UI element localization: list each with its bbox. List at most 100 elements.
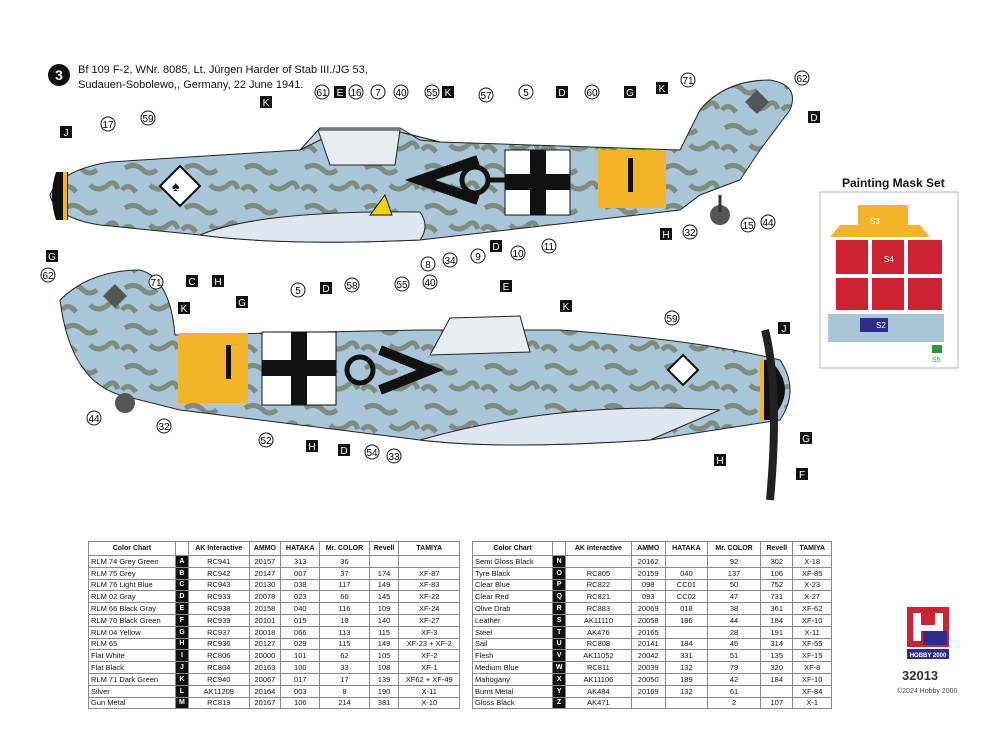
callout-D-1: D [558,88,565,99]
paint-code-cell: 018 [664,602,708,615]
paint-code-cell: X-1 [792,696,832,710]
color-letter-badge: B [174,566,189,580]
paint-code-cell: 20147 [248,566,282,580]
col-tamiya: TAMIYA [398,541,460,556]
callout-60: 60 [586,88,598,99]
col-ammo: AMMO [630,541,666,556]
paint-code-cell: 731 [760,590,794,604]
copyright: ©2024 Hobby 2000 [897,688,958,695]
paint-code-cell: 20141 [630,637,666,651]
paint-code-cell: 184 [760,613,794,627]
callout-J: J [64,128,69,139]
col-mrcolor: Mr. COLOR [319,541,370,556]
color-letter-badge: D [174,590,189,604]
paint-code-cell: XF-10 [792,613,832,627]
paint-code-cell: XF-2 [398,649,460,663]
color-name-cell: RLM 71 Dark Green [88,672,176,686]
paint-code-cell: AK11209 [187,684,250,698]
paint-code-cell: 37 [319,566,370,580]
callout-b-55: 55 [396,280,408,291]
color-name-cell: RLM 74 Grey Green [88,555,176,568]
paint-code-cell: 2 [706,696,762,710]
paint-code-cell: RC941 [187,555,250,568]
col-letter [174,541,189,556]
color-name-cell: Medium Blue [471,661,554,674]
paint-code-cell: 093 [630,590,666,604]
col-ak: AK Interactive [565,541,632,556]
logo-text: HOBBY 2000 [910,653,947,659]
callout-C: C [188,277,195,288]
col-hataka: HATAKA [664,541,708,556]
paint-code-cell: 100 [280,661,321,674]
color-name-cell: Burnt Metal [471,684,554,698]
paint-code-cell: XF-10 [792,672,832,686]
col-color-chart: Color Chart [471,541,554,556]
paint-code-cell: 139 [368,672,400,686]
callout-71: 71 [682,76,694,87]
paint-code-cell: 20039 [630,661,666,674]
callout-b-5: 5 [295,286,301,297]
color-letter-badge: R [552,602,567,615]
paint-code-cell: 331 [664,649,708,663]
paint-code-cell: 003 [280,684,321,698]
paint-code-cell: XF-3 [398,625,460,639]
paint-code-cell: 20130 [248,578,282,592]
paint-code-cell: 20101 [248,613,282,627]
color-chart-header: Color Chart AK Interactive AMMO HATAKA M… [88,541,460,556]
callout-44: 44 [762,218,774,229]
paint-code-cell: RC939 [187,613,250,627]
paint-code-cell: 107 [760,696,794,710]
callout-40: 40 [395,88,407,99]
color-letter-badge: M [174,696,189,710]
paint-code-cell: XF-22 [398,590,460,604]
color-name-cell: RLM 66 Black Gray [88,602,176,615]
col-color-chart: Color Chart [88,541,176,556]
paint-code-cell: XF-27 [398,613,460,627]
paint-code-cell: 145 [368,590,400,604]
color-name-cell: RLM 02 Gray [88,590,176,604]
color-name-cell: Clear Blue [471,578,554,592]
color-letter-badge: L [174,684,189,698]
paint-code-cell: AK471 [565,696,632,710]
paint-code-cell: RC811 [565,661,632,674]
callout-b-54: 54 [366,448,378,459]
callout-62: 62 [796,74,808,85]
color-name-cell: Flat White [88,649,176,663]
callout-b-K-1: K [181,304,188,315]
callout-b-71: 71 [150,278,162,289]
callout-57: 57 [480,91,492,102]
paint-code-cell: X-27 [792,590,832,604]
paint-code-cell: 20058 [630,613,666,627]
mask-label-s3: S3 [870,217,880,226]
callout-b-52: 52 [260,436,272,447]
paint-code-cell: 106 [760,566,794,580]
paint-code-cell: CC01 [664,578,708,592]
step-number-badge: 3 [48,64,70,86]
callout-9: 9 [475,252,481,263]
callout-K-3: K [263,98,270,109]
col-mrcolor: Mr. COLOR [706,541,762,556]
color-name-cell: RLM 76 Light Blue [88,578,176,592]
paint-code-cell: 92 [706,555,762,568]
callout-b-D-2: D [340,446,347,457]
paint-code-cell: 140 [368,613,400,627]
col-revell: Revell [368,541,400,556]
paint-code-cell: 60 [319,590,370,604]
hobby2000-logo: HOBBY 2000 [907,607,949,659]
color-chart-header: Color Chart AK Interactive AMMO HATAKA M… [471,541,832,556]
color-letter-badge: Q [552,590,567,604]
callout-b-F: F [799,470,805,481]
paint-code-cell: 20069 [630,602,666,615]
paint-code-cell: XF-24 [398,602,460,615]
paint-code-cell: 50 [706,578,762,592]
painting-mask-set: S3 S4 S2 V1,U1 S5 [819,191,959,369]
color-chart-left: Color Chart AK Interactive AMMO HATAKA M… [88,541,460,710]
color-name-cell: Gun Metal [88,696,176,710]
